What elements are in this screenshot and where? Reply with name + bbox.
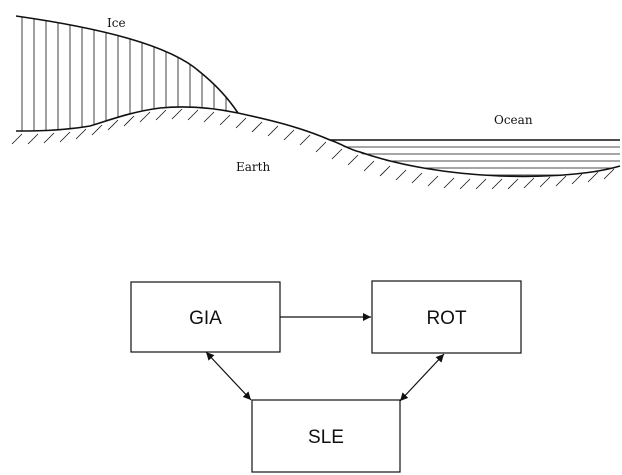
gia-label: GIA	[189, 308, 222, 329]
earth-surface-line	[15, 106, 621, 178]
sle-label: SLE	[308, 427, 344, 448]
rot-box	[371, 280, 522, 354]
ice-sheet-cross-section: Ice Ocean Earth	[11, 15, 621, 190]
flow-diagram: GIA ROT SLE	[130, 280, 522, 473]
edge-gia-sle	[205, 351, 252, 401]
ocean-hatching	[330, 146, 620, 176]
rot-label: ROT	[426, 308, 467, 329]
ice-surface-line	[15, 15, 239, 114]
earth-hatching	[11, 108, 615, 190]
ocean-label: Ocean	[494, 113, 533, 127]
gia-box	[130, 281, 281, 353]
earth-label: Earth	[236, 160, 270, 174]
ice-label: Ice	[107, 16, 126, 30]
sle-box	[251, 399, 401, 473]
edge-rot-sle	[399, 353, 445, 402]
